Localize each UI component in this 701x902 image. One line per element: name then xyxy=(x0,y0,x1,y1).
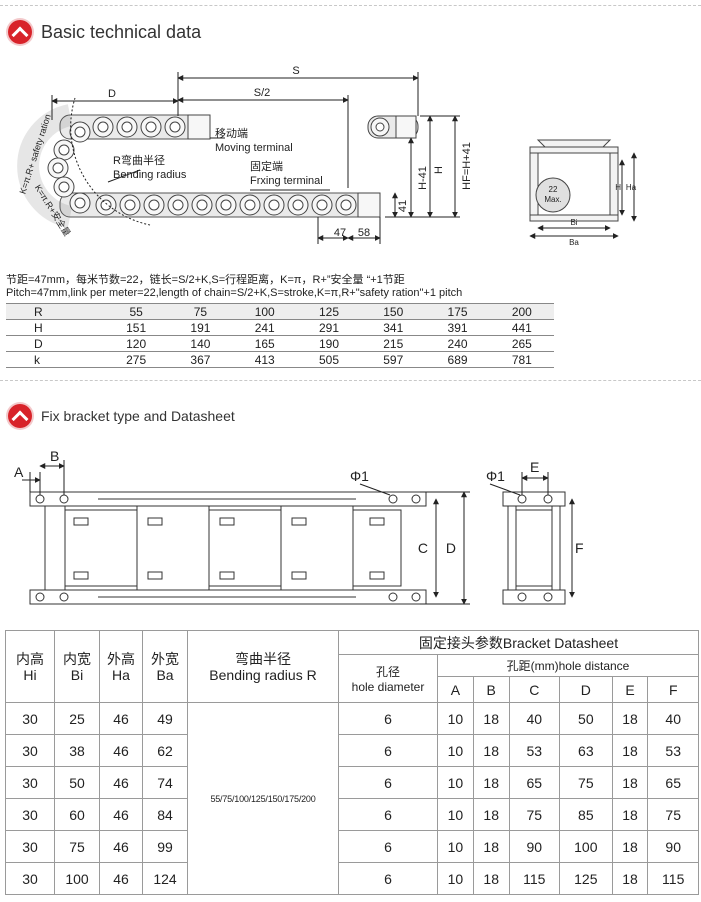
table-row: 30 100 46 124 6 10 18 115 125 18 115 xyxy=(5,862,699,895)
dim-d-label: D xyxy=(108,88,116,100)
dim-41-label: 41 xyxy=(397,200,409,212)
dim-47-label: 47 xyxy=(334,227,346,239)
bending-cn: R弯曲半径 xyxy=(113,153,165,167)
fixed-en: Frxing terminal xyxy=(250,175,323,187)
note-en: Pitch=47mm,link per meter=22,length of c… xyxy=(6,287,463,299)
table-row: 30 50 46 74 6 10 18 65 75 18 65 xyxy=(5,766,699,799)
dim-s-label: S xyxy=(292,65,299,77)
dim-h41-label: H-41 xyxy=(417,166,429,190)
dim-d-label: D xyxy=(446,540,456,556)
dim-c-label: C xyxy=(418,540,428,556)
moving-en: Moving terminal xyxy=(215,142,293,154)
dim-a-label: A xyxy=(14,464,24,480)
note-cn: 节距=47mm，每米节数=22，链长=S/2+K,S=行程距离，K=π，R+”安… xyxy=(6,274,405,286)
ha-label: Ha xyxy=(626,183,637,192)
table-row: H 151 191 241 291 341 391 441 xyxy=(6,319,554,336)
table-row: 30 75 46 99 6 10 18 90 100 18 90 xyxy=(5,830,699,863)
chevron-up-icon xyxy=(8,20,32,44)
top-separator xyxy=(0,5,701,6)
table-row: k 275 367 413 505 597 689 781 xyxy=(6,351,554,368)
bi-label: Bi xyxy=(570,218,577,227)
fixed-cn: 固定端 xyxy=(250,159,283,173)
section-title: Fix bracket type and Datasheet xyxy=(41,408,235,424)
dim-e-label: E xyxy=(530,459,539,475)
drag-chain-diagram: S S/2 D 移动端 Moving terminal 固定端 Frxing t… xyxy=(17,65,637,247)
table-row: 30 25 46 49 55/75/100/125/150/175/200 6 … xyxy=(5,702,699,895)
bending-en: Bending radius xyxy=(113,169,187,181)
table-row: R 55 75 100 125 150 175 200 xyxy=(6,303,554,320)
phi1-label: Φ1 xyxy=(350,468,369,484)
dim-f-label: F xyxy=(575,540,584,556)
chevron-up-icon xyxy=(8,404,32,428)
max-size: 22 xyxy=(549,185,558,194)
table-row: D 120 140 165 190 215 240 265 xyxy=(6,335,554,352)
dim-hf-label: HF=H+41 xyxy=(461,142,473,190)
table-row: 30 60 46 84 6 10 18 75 85 18 75 xyxy=(5,798,699,831)
dim-58-label: 58 xyxy=(358,227,370,239)
mid-separator xyxy=(0,380,701,381)
phi1b-label: Φ1 xyxy=(486,468,505,484)
dim-b-label: B xyxy=(50,448,59,464)
dim-h-label: H xyxy=(433,166,445,174)
section-header-bracket: Fix bracket type and Datasheet xyxy=(8,404,235,428)
hi-label: Hi xyxy=(615,183,623,192)
max-label: Max. xyxy=(544,195,561,204)
dim-s2-label: S/2 xyxy=(254,87,271,99)
section-title: Basic technical data xyxy=(41,21,202,42)
bracket-datasheet-table: 内高 Hi 内宽 Bi 外高 Ha 外宽 Ba 弯曲半径 Bending rad… xyxy=(5,630,699,895)
section-header-basic: Basic technical data xyxy=(8,20,201,44)
moving-cn: 移动端 xyxy=(215,127,248,140)
technical-data-table: R 55 75 100 125 150 175 200 H 151 191 24… xyxy=(6,303,554,368)
ba-label: Ba xyxy=(569,238,579,247)
table-row: 30 38 46 62 6 10 18 53 63 18 53 xyxy=(5,734,699,767)
radius-cell: 55/75/100/125/150/175/200 xyxy=(187,702,339,895)
bracket-diagram: A B C D F E Φ1 Φ1 xyxy=(14,448,584,605)
